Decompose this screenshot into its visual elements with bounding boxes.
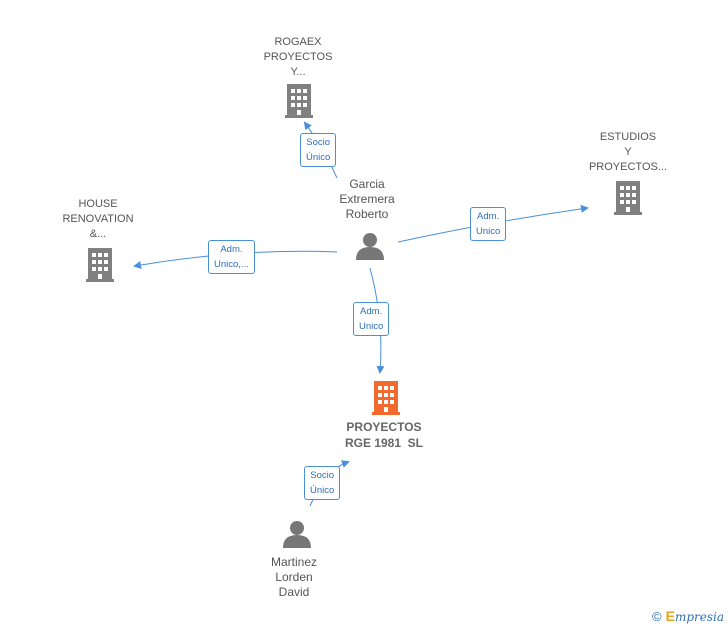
node-label-rogaex[interactable]: ROGAEX PROYECTOS Y... xyxy=(263,36,333,78)
node-label-garcia[interactable]: Garcia Extremera Roberto xyxy=(339,177,395,221)
copyright-icon: © xyxy=(652,609,662,624)
brand-logo-initial: E xyxy=(665,608,675,624)
edge-label-martinez-proyectos[interactable]: Socio Único xyxy=(304,466,341,500)
building-icon[interactable] xyxy=(614,181,642,215)
edge-label-garcia-rogaex[interactable]: Socio Único xyxy=(300,133,337,167)
brand-logo-text: mpresia xyxy=(674,610,724,624)
node-label-house[interactable]: HOUSE RENOVATION &... xyxy=(62,198,134,240)
node-label-estudios[interactable]: ESTUDIOS Y PROYECTOS... xyxy=(588,131,668,173)
building-icon[interactable] xyxy=(285,84,313,118)
building-icon[interactable] xyxy=(86,248,114,282)
building-icon-main[interactable] xyxy=(372,381,400,415)
node-label-martinez[interactable]: Martinez Lorden David xyxy=(270,555,317,599)
edge-label-garcia-house[interactable]: Adm. Unico,... xyxy=(208,240,255,274)
edge-label-garcia-proyectos[interactable]: Adm. Unico xyxy=(353,302,390,336)
node-label-proyectos[interactable]: PROYECTOS RGE 1981 SL xyxy=(344,420,424,450)
person-icon[interactable] xyxy=(356,233,384,260)
footer-brand[interactable]: ©Empresia xyxy=(652,608,724,624)
person-icon[interactable] xyxy=(283,521,311,548)
edge-label-garcia-estudios[interactable]: Adm. Unico xyxy=(470,207,507,241)
